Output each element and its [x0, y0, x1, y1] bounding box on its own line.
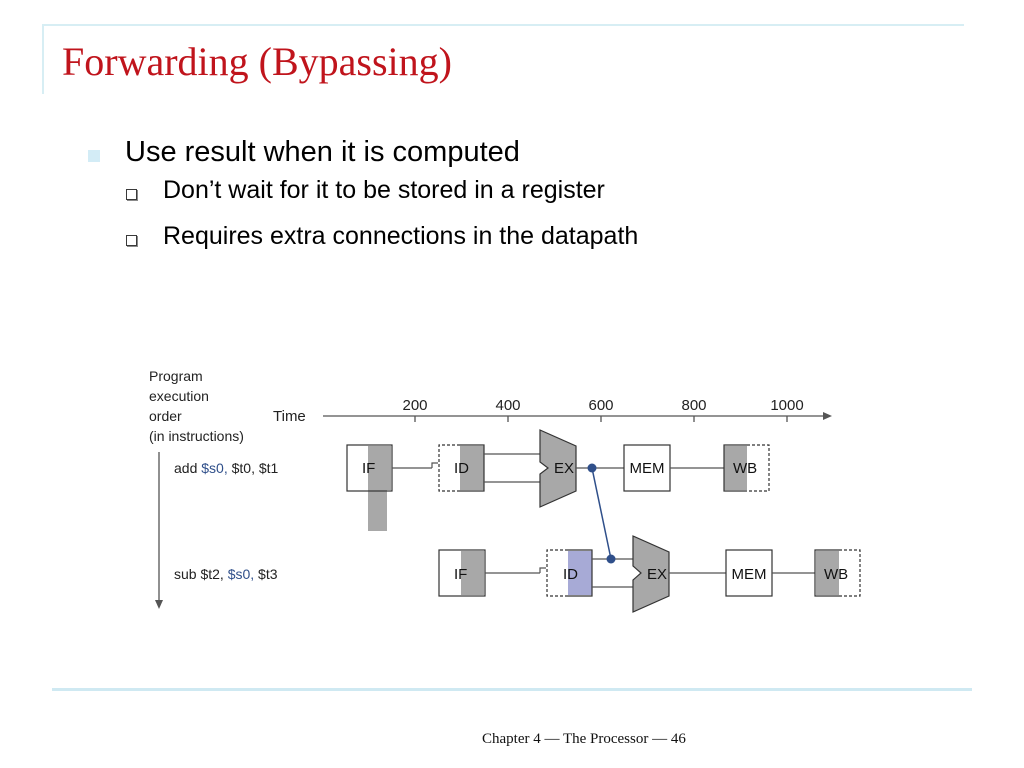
forwarding-path	[587, 463, 616, 564]
time-tick-label: 1000	[770, 397, 803, 414]
stage-if: IF	[346, 444, 393, 531]
stage-id: ID	[546, 549, 593, 597]
square-bullet-icon	[88, 150, 100, 162]
time-tick-label: 200	[402, 397, 427, 414]
stage-id: ID	[438, 444, 485, 492]
svg-text:EX: EX	[647, 566, 667, 583]
program-order-label: Program execution order (in instructions…	[149, 368, 244, 444]
sub-bullet-text: Requires extra connections in the datapa…	[163, 222, 639, 250]
bottom-rule	[52, 688, 972, 691]
top-rule	[42, 24, 964, 26]
time-tick-label: 400	[495, 397, 520, 414]
svg-text:IF: IF	[362, 460, 375, 477]
time-tick-label: 800	[681, 397, 706, 414]
checkbox-bullet-icon	[126, 235, 137, 246]
forward-dest-dot	[606, 554, 616, 564]
bullet-text: Use result when it is computed	[125, 136, 520, 168]
time-tick-label: 600	[588, 397, 613, 414]
slide-footer: Chapter 4 — The Processor — 46	[482, 731, 686, 747]
instruction-sub-label: sub $t2, $s0, $t3	[174, 566, 278, 582]
forward-source-dot	[587, 463, 597, 473]
stage-if: IF	[438, 549, 486, 597]
stage-mem: MEM	[725, 549, 773, 597]
svg-text:EX: EX	[554, 460, 574, 477]
sub-bullet-text: Don’t wait for it to be stored in a regi…	[163, 176, 605, 204]
svg-text:WB: WB	[733, 460, 757, 477]
svg-text:ID: ID	[563, 566, 578, 583]
stage-wb: WB	[723, 444, 770, 492]
svg-text:MEM: MEM	[630, 460, 665, 477]
checkbox-bullet-icon	[126, 189, 137, 200]
slide-title: Forwarding (Bypassing)	[62, 39, 452, 84]
stage-wb: WB	[814, 549, 861, 597]
svg-text:WB: WB	[824, 566, 848, 583]
time-axis-arrow-icon	[823, 412, 832, 420]
svg-text:MEM: MEM	[732, 566, 767, 583]
stage-ex: EX	[539, 429, 577, 508]
stage-mem: MEM	[623, 444, 671, 492]
svg-text:ID: ID	[454, 460, 469, 477]
svg-text:IF: IF	[454, 566, 467, 583]
stage-ex: EX	[632, 535, 670, 613]
left-rule	[42, 24, 44, 94]
wire	[431, 462, 438, 468]
time-label: Time	[273, 408, 306, 425]
pipeline-forwarding-diagram: Program execution order (in instructions…	[149, 368, 861, 613]
instruction-add-label: add $s0, $t0, $t1	[174, 460, 279, 476]
wire	[539, 567, 546, 573]
program-order-arrow-icon	[155, 600, 163, 609]
